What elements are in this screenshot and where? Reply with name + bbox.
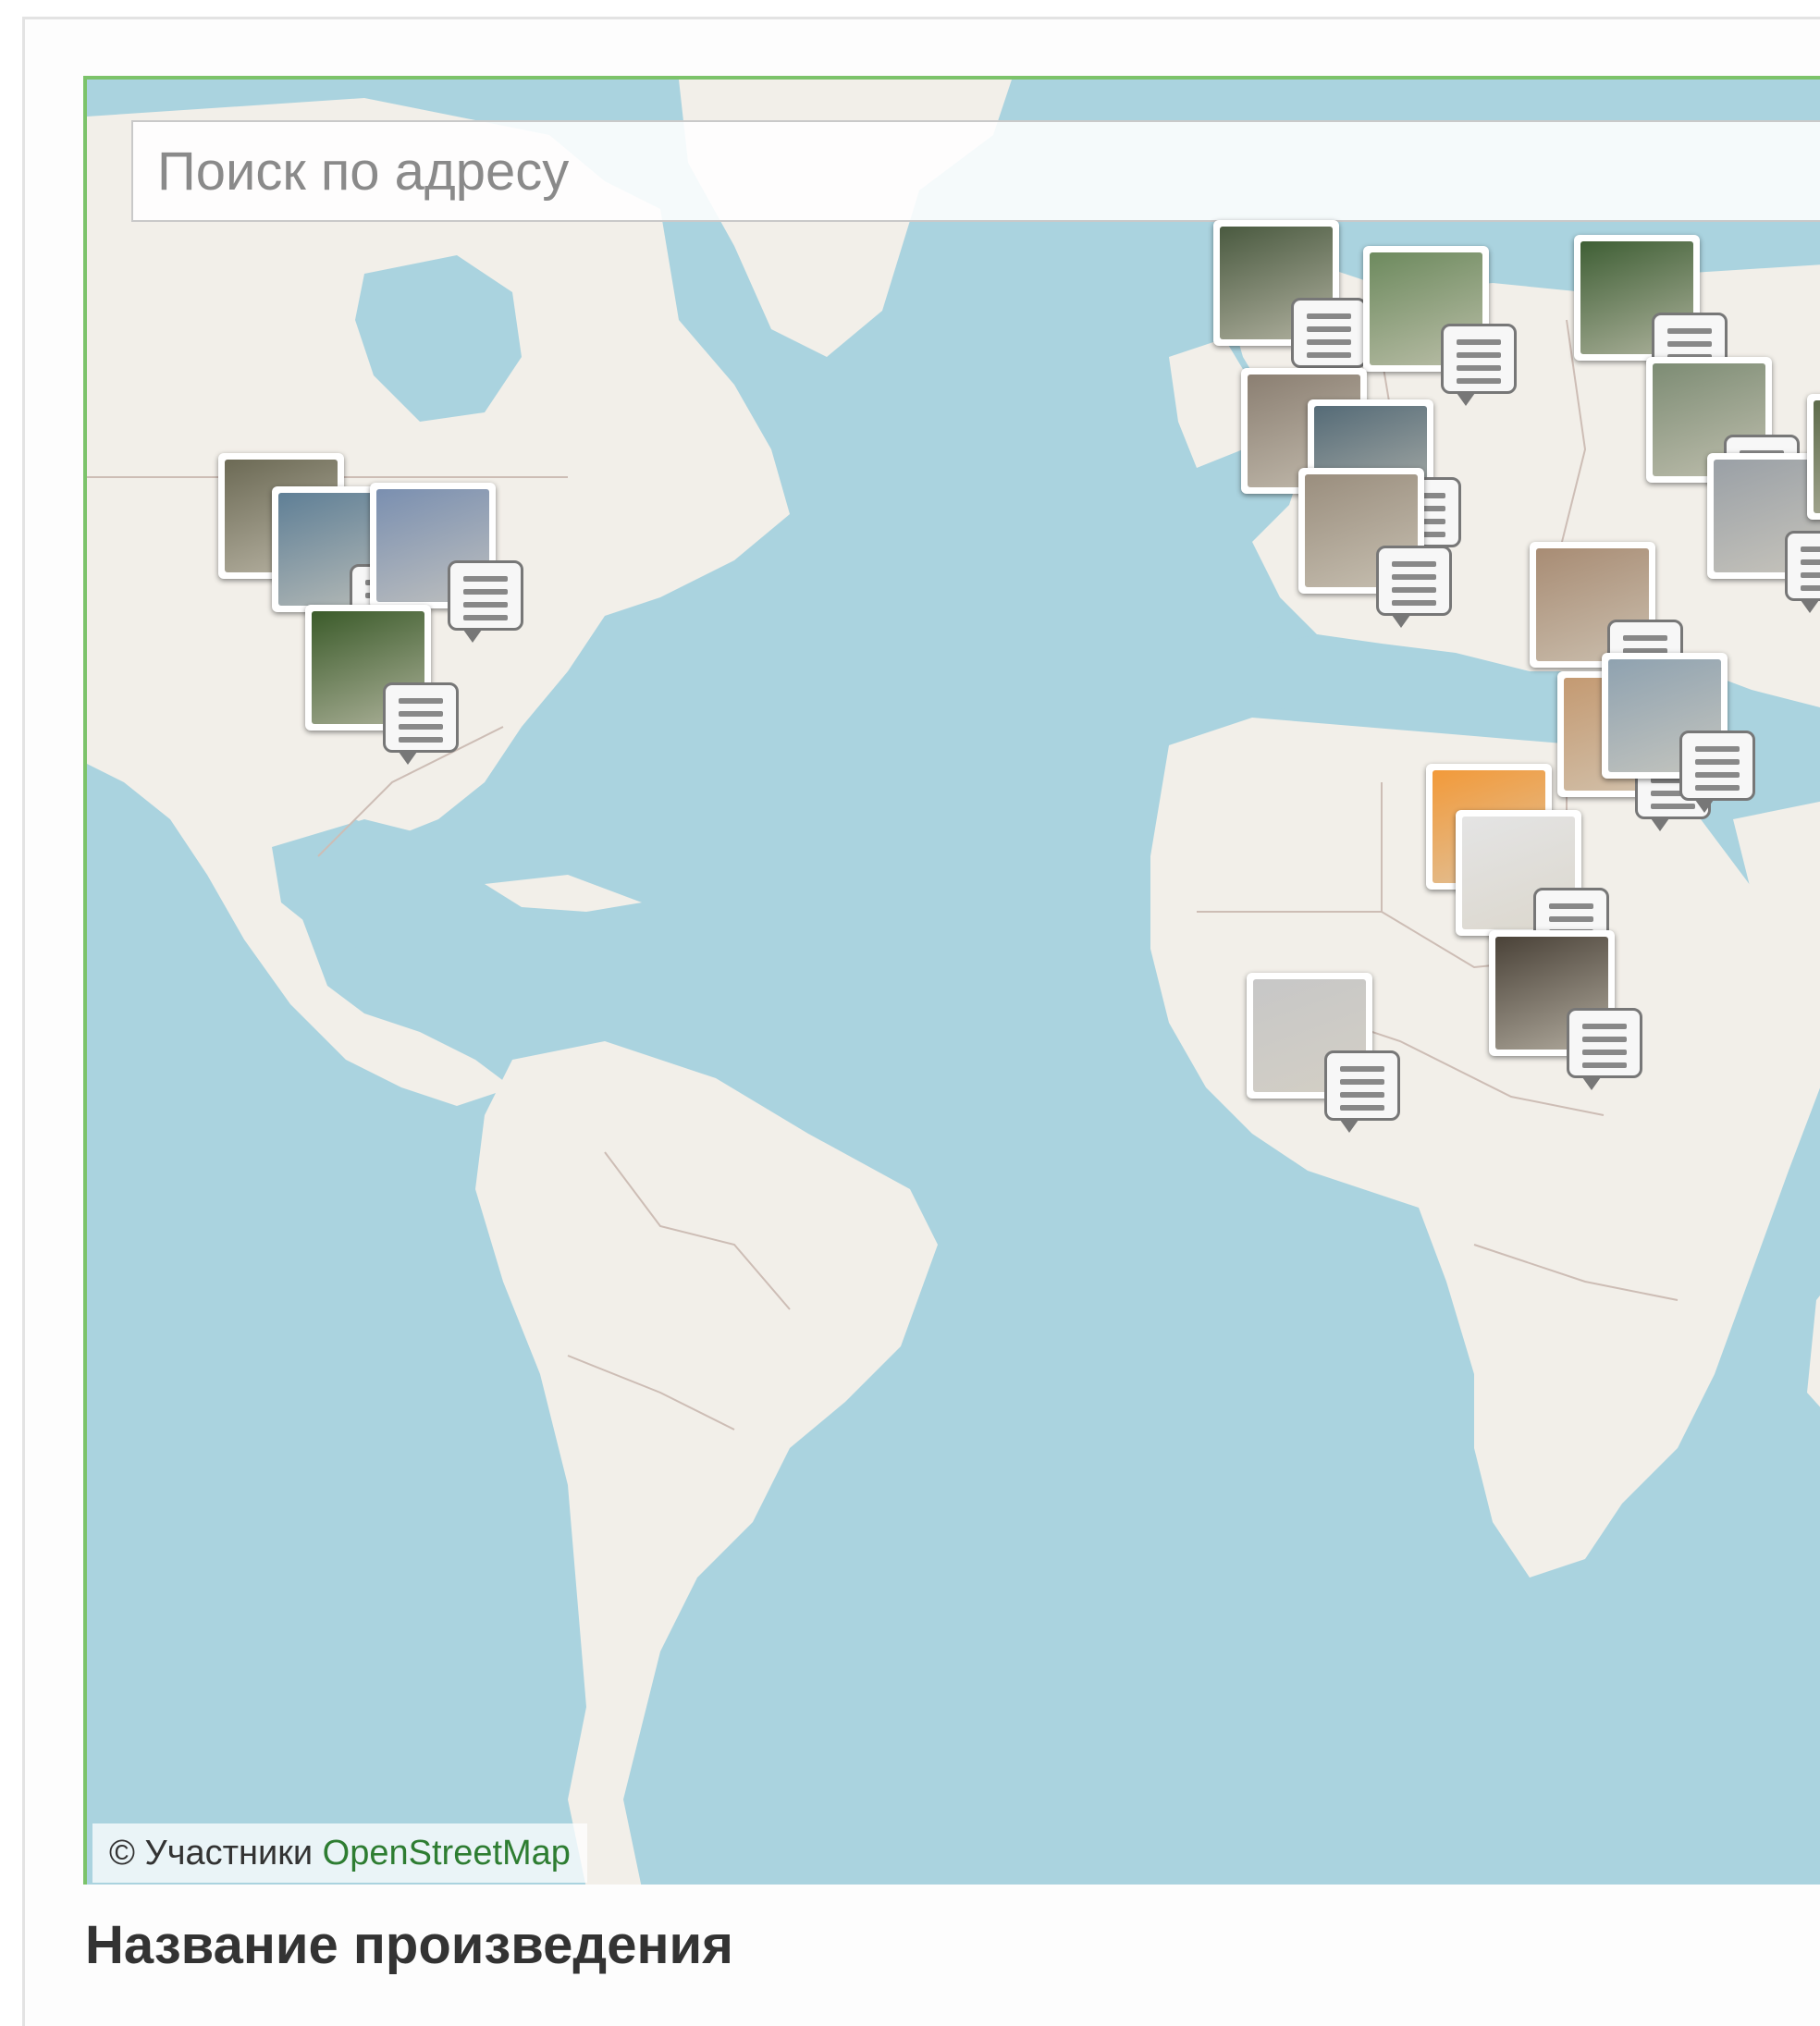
comment-bubble-icon <box>1679 731 1755 813</box>
comment-bubble-icon <box>1441 324 1517 406</box>
artwork-title: Название произведения <box>85 1915 734 1975</box>
map-attribution: © Участники OpenStreetMap <box>92 1823 587 1883</box>
photo-marker[interactable] <box>1456 810 1609 970</box>
photo-marker[interactable] <box>1213 220 1367 380</box>
photo-marker[interactable] <box>305 605 459 765</box>
comment-bubble-icon <box>1785 531 1820 613</box>
photo-marker[interactable] <box>1707 453 1820 613</box>
photo-marker[interactable] <box>1807 394 1820 520</box>
comment-bubble-icon <box>1291 298 1367 380</box>
comment-bubble-icon <box>448 560 523 643</box>
photo-marker[interactable] <box>1530 542 1683 702</box>
comment-bubble-icon <box>1324 1050 1400 1133</box>
attribution-prefix: © Участники <box>109 1834 314 1873</box>
comment-bubble-icon <box>383 682 459 765</box>
photo-marker[interactable] <box>1363 246 1517 406</box>
photo-marker[interactable] <box>1574 235 1728 395</box>
map-view[interactable]: © Участники OpenStreetMap <box>83 76 1820 1885</box>
marker-photo-thumbnail <box>1814 400 1820 513</box>
photo-marker[interactable] <box>370 483 523 643</box>
comment-bubble-icon <box>1567 1008 1642 1090</box>
photo-marker[interactable] <box>1247 973 1400 1133</box>
photo-marker[interactable] <box>1602 653 1755 813</box>
photo-marker[interactable] <box>1298 468 1452 628</box>
comment-bubble-icon <box>1376 546 1452 628</box>
address-search-input[interactable] <box>131 120 1820 222</box>
photo-marker[interactable] <box>1489 930 1642 1090</box>
openstreetmap-link[interactable]: OpenStreetMap <box>322 1834 571 1873</box>
